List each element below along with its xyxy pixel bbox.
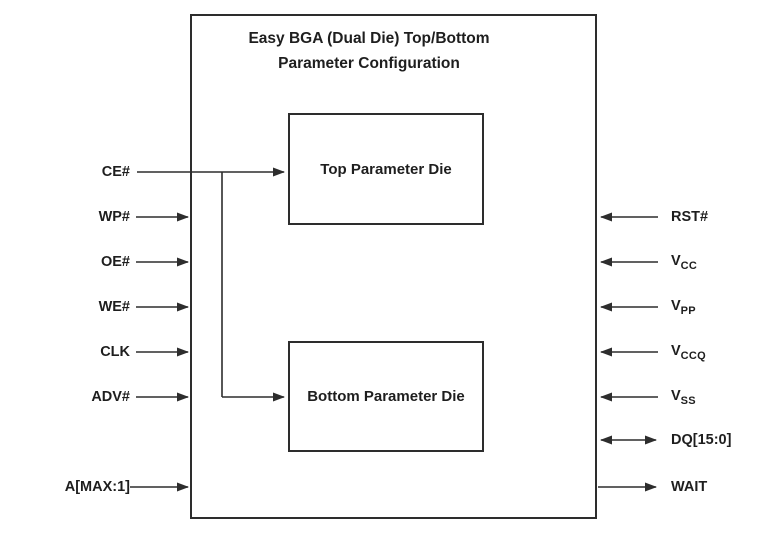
signal-label-wp: WP# xyxy=(98,209,130,225)
signal-label-vss-main: V xyxy=(671,388,681,404)
signal-label-rst-text: RST# xyxy=(671,209,709,225)
signal-label-rst: RST# xyxy=(671,206,708,228)
signal-label-adv: ADV# xyxy=(91,389,130,405)
signal-label-clk: CLK xyxy=(100,344,130,360)
signal-label-vpp-main: V xyxy=(671,298,681,314)
signal-label-vpp-sub: PP xyxy=(680,305,696,317)
signal-label-vss-sub: SS xyxy=(680,395,696,407)
top-parameter-die-block: Top Parameter Die xyxy=(288,113,484,225)
signal-label-vcc-sub: CC xyxy=(680,260,698,272)
signal-label-vccq-main: V xyxy=(671,343,681,359)
signal-label-ce: CE# xyxy=(101,164,130,180)
bottom-parameter-die-block: Bottom Parameter Die xyxy=(288,341,484,452)
signal-label-wait: WAIT xyxy=(671,479,708,495)
package-outline xyxy=(190,14,597,519)
signal-label-oe: OE# xyxy=(100,254,130,270)
signal-label-vpp: VPP xyxy=(671,295,696,317)
signal-label-dq: DQ[15:0] xyxy=(671,432,732,448)
signal-label-vccq-sub: CCQ xyxy=(680,350,707,362)
signal-label-vccq: VCCQ xyxy=(671,340,706,362)
signal-label-vcc-main: V xyxy=(671,253,681,269)
signal-label-vss: VSS xyxy=(671,385,696,407)
signal-label-addr: A[MAX:1] xyxy=(64,479,130,495)
diagram-title: Easy BGA (Dual Die) Top/Bottom Parameter… xyxy=(190,26,548,76)
diagram-title-line2: Parameter Configuration xyxy=(278,55,460,72)
diagram-title-line1: Easy BGA (Dual Die) Top/Bottom xyxy=(248,30,490,47)
top-parameter-die-label: Top Parameter Die xyxy=(320,160,452,178)
signal-label-vcc: VCC xyxy=(671,250,697,272)
bottom-parameter-die-label: Bottom Parameter Die xyxy=(307,388,465,405)
ce-signal-line xyxy=(137,167,285,402)
signal-label-we: WE# xyxy=(98,299,130,315)
